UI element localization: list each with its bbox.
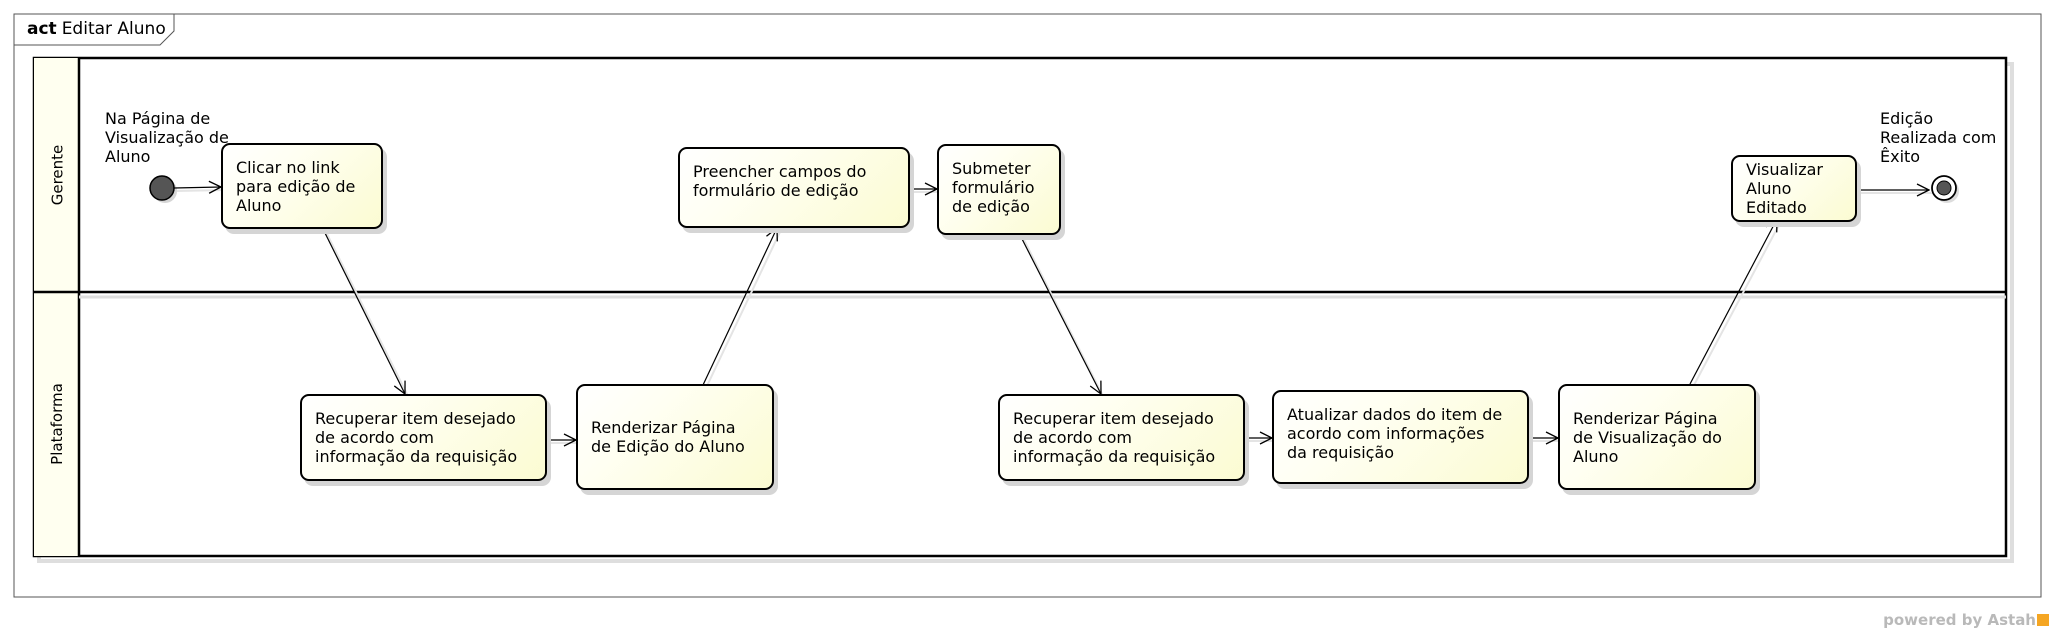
start-note: Na Página de Visualização de Aluno: [105, 109, 229, 166]
action-submeter-formulario[interactable]: Submeter formulário de edição: [937, 144, 1061, 235]
lane-label-plataforma: Plataforma: [48, 383, 66, 465]
frame-name-tab: [14, 14, 175, 46]
frame-name: Editar Aluno: [61, 19, 166, 39]
astah-logo-icon: [2037, 614, 2049, 626]
action-clicar-link-edicao[interactable]: Clicar no link para edição de Aluno: [221, 143, 383, 229]
lane-header-plataforma: [34, 292, 79, 556]
frame-keyword: act: [27, 19, 57, 39]
action-visualizar-aluno-editado[interactable]: Visualizar Aluno Editado: [1731, 155, 1857, 222]
initial-node: [149, 175, 175, 201]
action-renderizar-pagina-visualizacao[interactable]: Renderizar Página de Visualização do Alu…: [1558, 384, 1756, 490]
action-recuperar-item-2[interactable]: Recuperar item desejado de acordo com in…: [998, 394, 1245, 481]
lane-label-gerente: Gerente: [48, 144, 67, 206]
action-recuperar-item-1[interactable]: Recuperar item desejado de acordo com in…: [300, 394, 547, 481]
lane-gerente: Gerente: [34, 58, 80, 292]
lane-header-gerente: [34, 58, 79, 292]
flow-clicar-to-recuperar: [322, 228, 405, 394]
lane-plataforma: Plataforma: [34, 292, 80, 556]
action-renderizar-pagina-edicao[interactable]: Renderizar Página de Edição do Aluno: [576, 384, 774, 490]
flow-renderizar-to-preencher: [702, 228, 777, 386]
end-note: Edição Realizada com Êxito: [1880, 109, 1997, 166]
flow-submeter-to-recuperar: [1019, 234, 1101, 394]
footer-text: powered by Astah: [1883, 611, 2036, 629]
flow-start-to-clicar: [173, 187, 221, 188]
flow-renderizar-to-visualizar: [1689, 219, 1777, 385]
action-atualizar-dados[interactable]: Atualizar dados do item de acordo com in…: [1272, 390, 1529, 484]
powered-by-footer: powered by Astah: [1883, 611, 2049, 629]
diagram-frame: [13, 13, 2042, 598]
action-preencher-campos[interactable]: Preencher campos do formulário de edição: [678, 147, 910, 228]
